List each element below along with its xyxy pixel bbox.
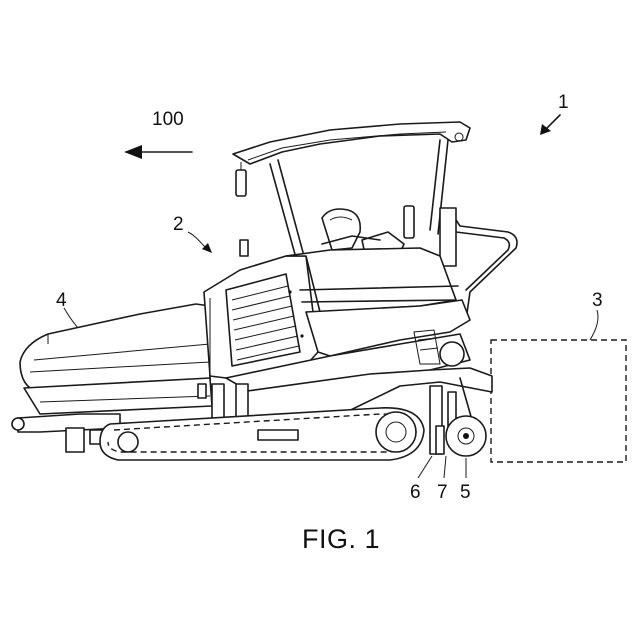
crawler-track <box>100 408 424 460</box>
engine-housing <box>204 240 318 378</box>
screed-box <box>491 340 626 462</box>
leader-7 <box>444 456 446 478</box>
label-direction: 100 <box>152 109 184 130</box>
leader-1 <box>540 115 560 135</box>
leader-6 <box>418 456 432 478</box>
label-part-7: 7 <box>437 482 448 503</box>
leader-2 <box>188 232 212 253</box>
figure-caption: FIG. 1 <box>302 524 380 554</box>
label-screed: 3 <box>592 290 603 311</box>
label-wheel: 5 <box>460 482 471 503</box>
label-machine: 1 <box>558 92 569 113</box>
travel-direction-arrow <box>124 145 192 159</box>
leader-4 <box>64 308 80 330</box>
label-part-6: 6 <box>410 482 421 503</box>
wheel <box>446 416 486 456</box>
label-hopper: 4 <box>56 290 67 311</box>
label-chassis: 2 <box>173 214 184 235</box>
leader-3 <box>590 310 598 340</box>
hopper <box>20 304 212 414</box>
